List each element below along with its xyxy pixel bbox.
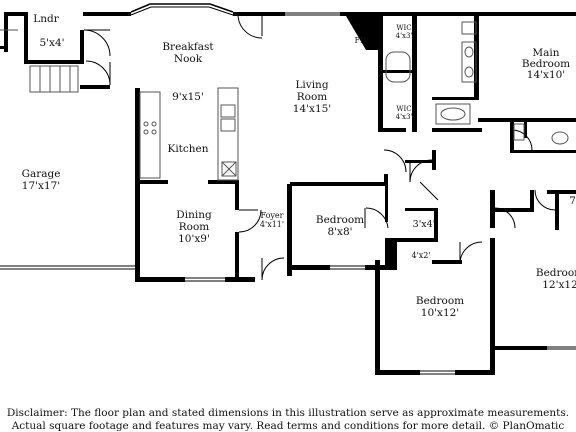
bedroom3-name: Bedroom (416, 295, 464, 307)
garage-name: Garage (22, 168, 61, 180)
disclaimer-line-2: Actual square footage and features may v… (11, 420, 565, 432)
wic2-dim: 4'x3' (396, 113, 413, 121)
wic1-name: WIC (396, 24, 411, 32)
foyer-dim: 4'x11' (260, 220, 284, 229)
walls (0, 12, 576, 375)
bedroom2-name: Bedroom (316, 214, 364, 226)
bedroom3-dim: 10'x12' (421, 307, 459, 319)
partial-room-dim: 7' (569, 195, 576, 207)
room-labels: Lndr 5'x4' Breakfast Nook 9'x15' Kitchen… (22, 13, 576, 319)
kitchen-name: Kitchen (167, 143, 208, 155)
disclaimer-line-1: Disclaimer: The floor plan and stated di… (6, 407, 570, 419)
closet2-dim: 4'x2' (411, 251, 430, 260)
living-name-1: Living (295, 79, 328, 91)
laundry-dim: 5'x4' (39, 37, 64, 49)
main-bedroom-name-1: Main (532, 47, 559, 59)
bedroom2-dim: 8'x8' (327, 226, 352, 238)
bedroom4-dim: 12'x12 (542, 279, 576, 291)
living-dim: 14'x15' (293, 103, 331, 115)
windows (0, 3, 576, 375)
breakfast-name-2: Nook (174, 53, 203, 65)
fixtures (0, 21, 569, 181)
wic1-dim: 4'x3' (396, 32, 413, 40)
closet1-dim: 3'x4' (413, 219, 436, 230)
dining-name-2: Room (179, 221, 210, 233)
kitchen-dim: 9'x15' (172, 91, 204, 103)
living-name-2: Room (297, 91, 328, 103)
main-bedroom-dim: 14'x10' (527, 69, 565, 81)
doors (83, 12, 556, 281)
fireplace-label: FP (355, 36, 367, 45)
breakfast-name-1: Breakfast (162, 41, 214, 53)
garage-dim: 17'x17' (22, 180, 60, 192)
bedroom4-name: Bedroom (536, 267, 576, 279)
laundry-name: Lndr (33, 13, 59, 25)
wic2-name: WIC (396, 105, 411, 113)
main-bedroom-name-2: Bedroom (522, 58, 570, 70)
foyer-name: Foyer (260, 211, 283, 220)
dining-name-1: Dining (176, 209, 212, 221)
dining-dim: 10'x9' (178, 233, 210, 245)
